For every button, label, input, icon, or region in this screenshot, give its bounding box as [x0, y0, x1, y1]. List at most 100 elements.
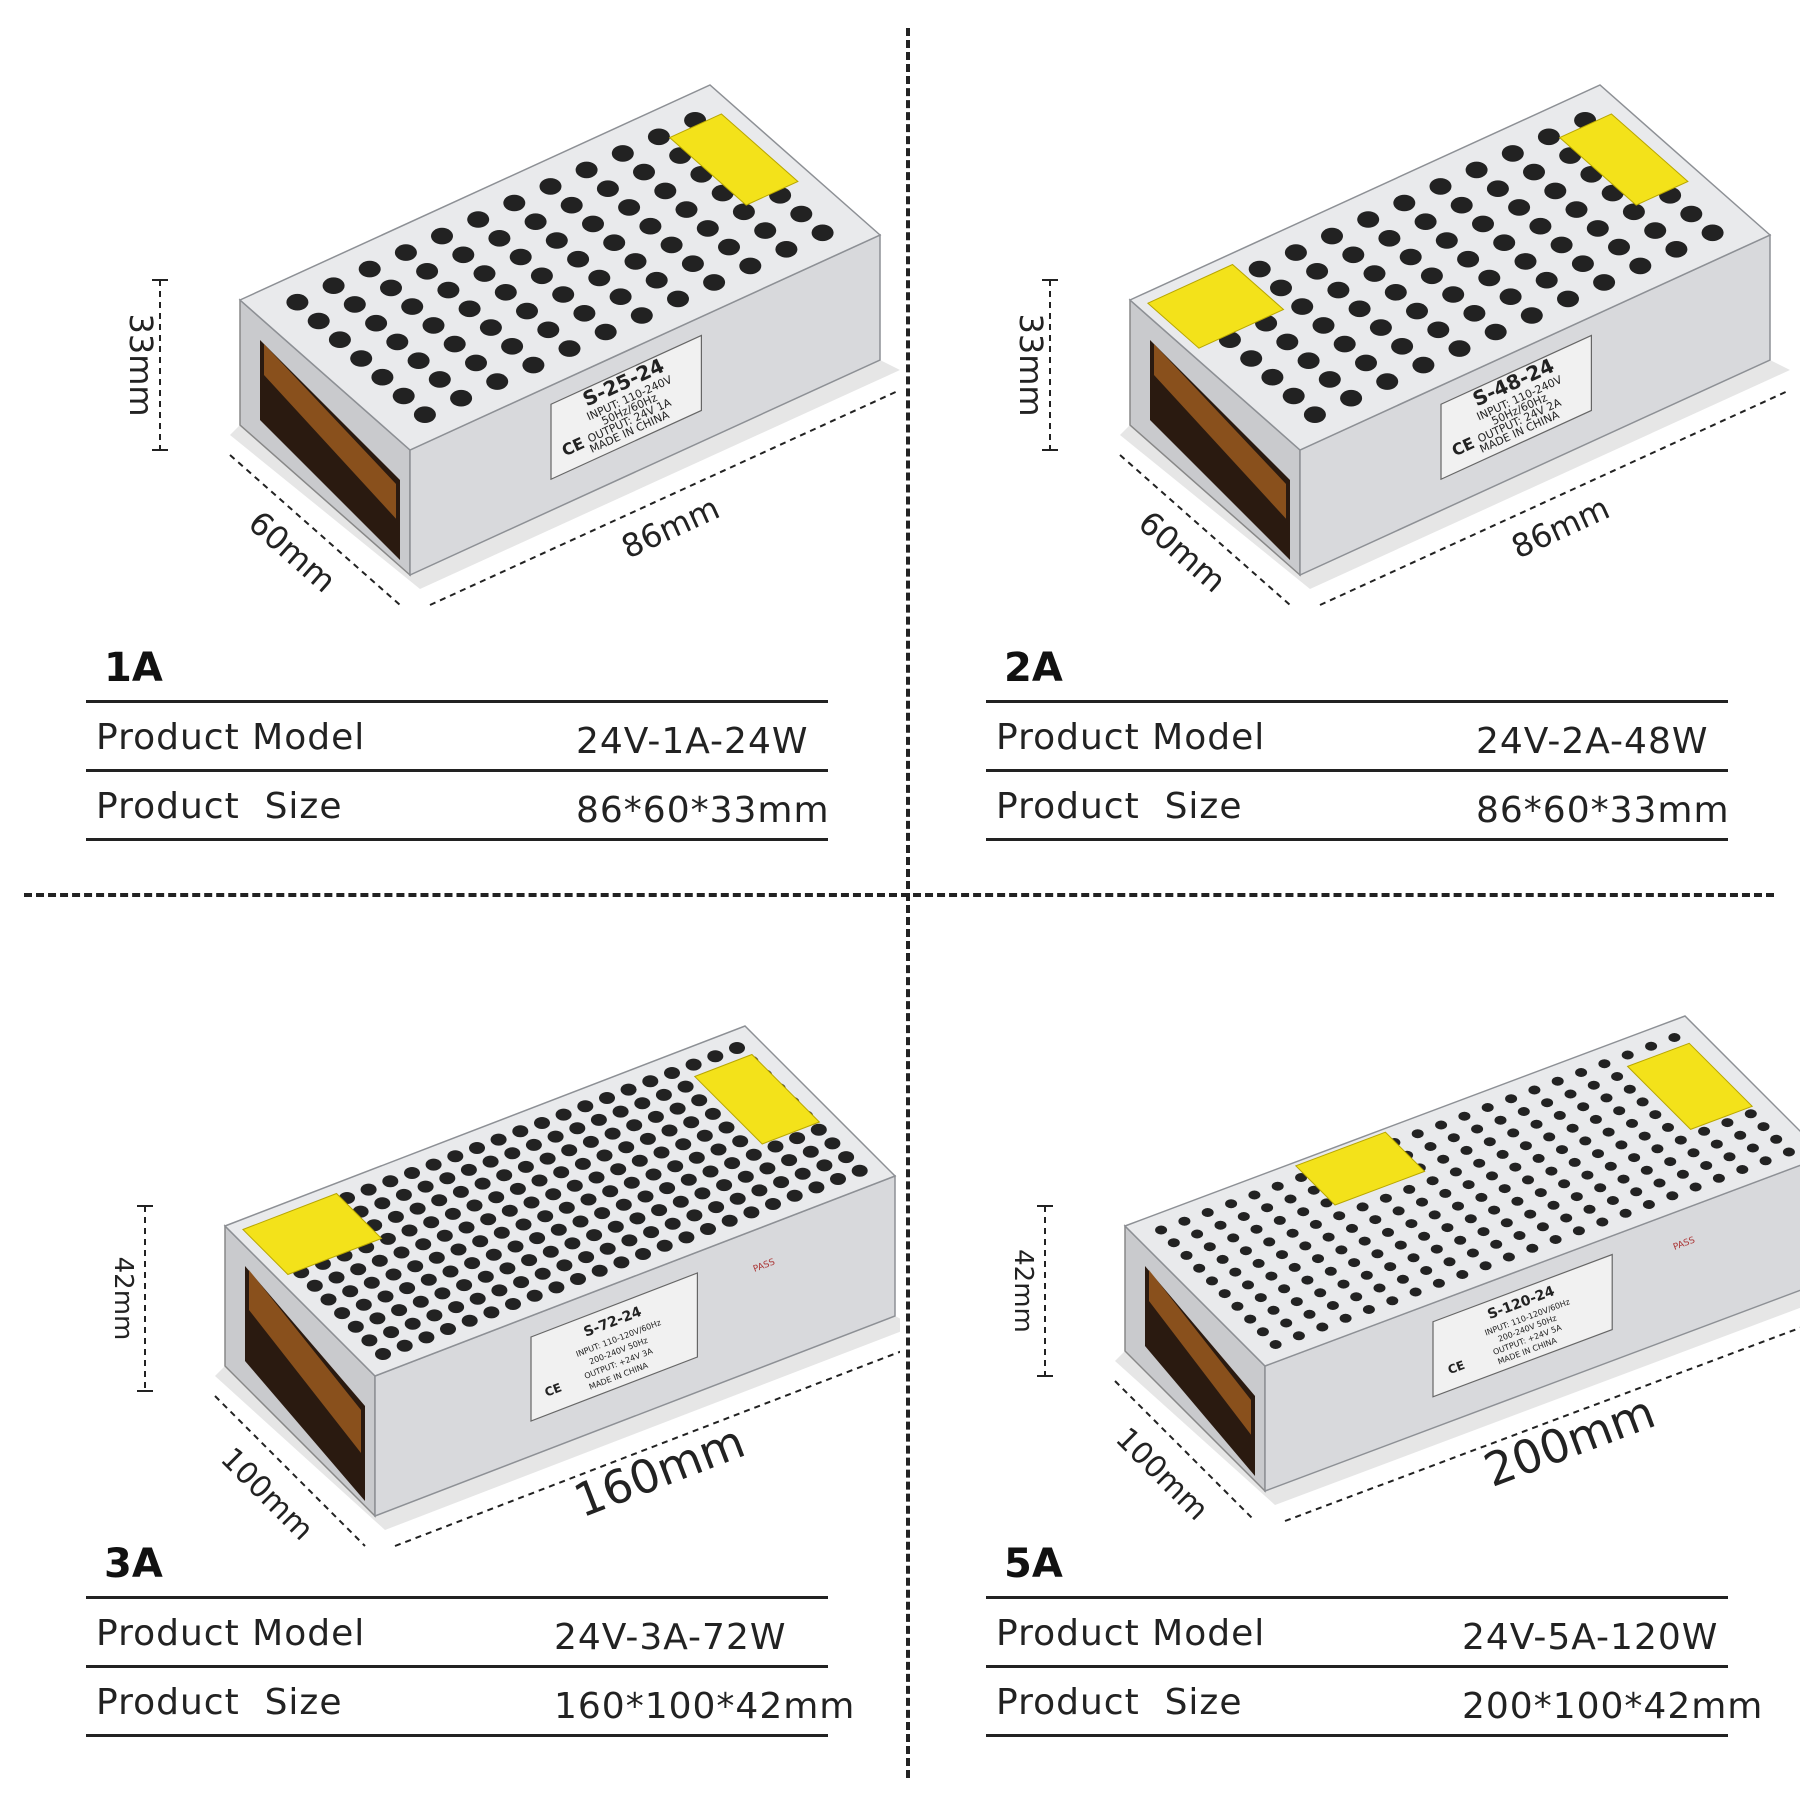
vent-hole: [1379, 1193, 1392, 1203]
vent-hole: [1327, 281, 1350, 299]
vent-hole: [1723, 1152, 1736, 1162]
length-dimension-line: [1319, 389, 1791, 606]
vent-hole: [1640, 1165, 1653, 1175]
vent-hole: [1478, 269, 1501, 287]
vent-hole: [507, 1240, 524, 1253]
vent-hole: [409, 1202, 426, 1215]
vent-hole: [1303, 406, 1326, 424]
terminal-cover: [249, 1270, 361, 1453]
vent-hole: [1276, 333, 1299, 351]
vent-hole: [1662, 1122, 1674, 1132]
rating-label: [530, 1272, 699, 1422]
vent-hole: [655, 1088, 672, 1101]
vent-hole: [1676, 1169, 1689, 1179]
vent-hole: [703, 274, 726, 291]
vent-hole: [1488, 1205, 1501, 1215]
vent-hole: [1532, 1153, 1545, 1163]
vent-hole: [420, 1273, 437, 1286]
vent-hole: [1537, 128, 1560, 146]
vent-hole: [407, 352, 430, 370]
vent-hole: [1435, 232, 1458, 249]
vent-hole: [1493, 234, 1516, 251]
caution-sticker: [1146, 263, 1285, 349]
vent-hole: [379, 1232, 396, 1245]
vent-hole: [523, 1196, 540, 1209]
vent-hole: [1462, 1180, 1475, 1190]
vent-hole: [561, 1144, 578, 1157]
vent-hole: [1604, 1161, 1617, 1171]
vent-hole: [654, 182, 677, 200]
vent-hole: [1586, 220, 1609, 237]
vent-hole: [1316, 1322, 1329, 1332]
vent-hole: [1524, 1209, 1537, 1219]
vent-hole: [375, 1348, 391, 1360]
vent-hole: [1463, 305, 1486, 322]
vent-hole: [1299, 1241, 1312, 1251]
vent-hole: [1399, 248, 1422, 266]
vent-hole: [1239, 1246, 1252, 1256]
vent-hole: [1291, 298, 1314, 315]
vent-hole: [456, 1279, 473, 1292]
vent-hole: [1477, 1227, 1490, 1237]
vent-hole: [1418, 1231, 1431, 1241]
vent-hole: [393, 1246, 410, 1259]
vent-hole: [1680, 205, 1703, 223]
width-dimension-line: [1119, 454, 1291, 606]
vent-hole: [1306, 263, 1329, 280]
width-dimension-label: 100mm: [213, 1441, 320, 1548]
vent-hole: [647, 1110, 664, 1123]
vent-hole: [1307, 1185, 1320, 1195]
vent-hole: [539, 1152, 556, 1165]
vent-hole: [1508, 199, 1531, 216]
vent-hole: [1511, 1196, 1524, 1206]
vent-hole: [509, 1182, 526, 1195]
vent-hole: [1227, 1233, 1240, 1243]
vent-hole: [1622, 203, 1645, 221]
vent-hole: [1471, 1124, 1484, 1134]
vent-hole: [1611, 1072, 1624, 1081]
vent-hole: [639, 217, 662, 235]
vent-hole: [513, 1276, 530, 1289]
vent-hole: [531, 1174, 548, 1187]
vent-hole: [737, 1170, 754, 1183]
vent-hole: [1513, 1231, 1526, 1240]
vent-hole: [1479, 1261, 1492, 1271]
width-dimension-label: 100mm: [1108, 1421, 1215, 1528]
vent-hole: [1664, 1157, 1677, 1167]
vent-hole: [380, 279, 402, 297]
terminal-cover: [1154, 344, 1286, 519]
vent-hole: [1689, 1182, 1702, 1192]
vent-hole: [1550, 236, 1573, 254]
vent-hole: [1386, 1296, 1399, 1306]
vent-hole: [350, 1263, 367, 1276]
vent-hole: [1414, 213, 1437, 230]
vent-hole: [407, 1260, 424, 1273]
vent-hole: [369, 1312, 386, 1325]
vent-hole: [596, 1149, 613, 1162]
vent-hole: [1570, 1192, 1583, 1202]
vent-hole: [474, 1177, 491, 1190]
vent-hole: [707, 1050, 724, 1063]
vent-hole: [573, 305, 596, 322]
vent-hole: [1407, 1253, 1420, 1263]
vent-hole: [688, 1151, 705, 1164]
spec-table: Product Model 24V-5A-120W Product Size 2…: [986, 1596, 1762, 1737]
vent-hole: [377, 1290, 394, 1303]
vent-hole: [624, 253, 647, 270]
vent-hole: [413, 406, 436, 424]
spec-row-model: Product Model 24V-2A-48W: [986, 700, 1728, 769]
vent-hole: [794, 1167, 811, 1180]
vent-hole: [1358, 1236, 1371, 1246]
vent-hole: [811, 224, 834, 242]
vent-hole: [1744, 1109, 1757, 1119]
vent-hole: [1551, 1076, 1564, 1086]
vent-hole: [1252, 1258, 1265, 1268]
vent-hole: [466, 1199, 483, 1212]
vent-hole: [681, 255, 704, 272]
vent-hole: [385, 1268, 402, 1281]
vent-hole: [702, 1165, 719, 1178]
vent-hole: [1443, 1257, 1456, 1267]
vent-hole: [1286, 1228, 1299, 1238]
height-dimension-label: 42mm: [108, 1257, 138, 1341]
